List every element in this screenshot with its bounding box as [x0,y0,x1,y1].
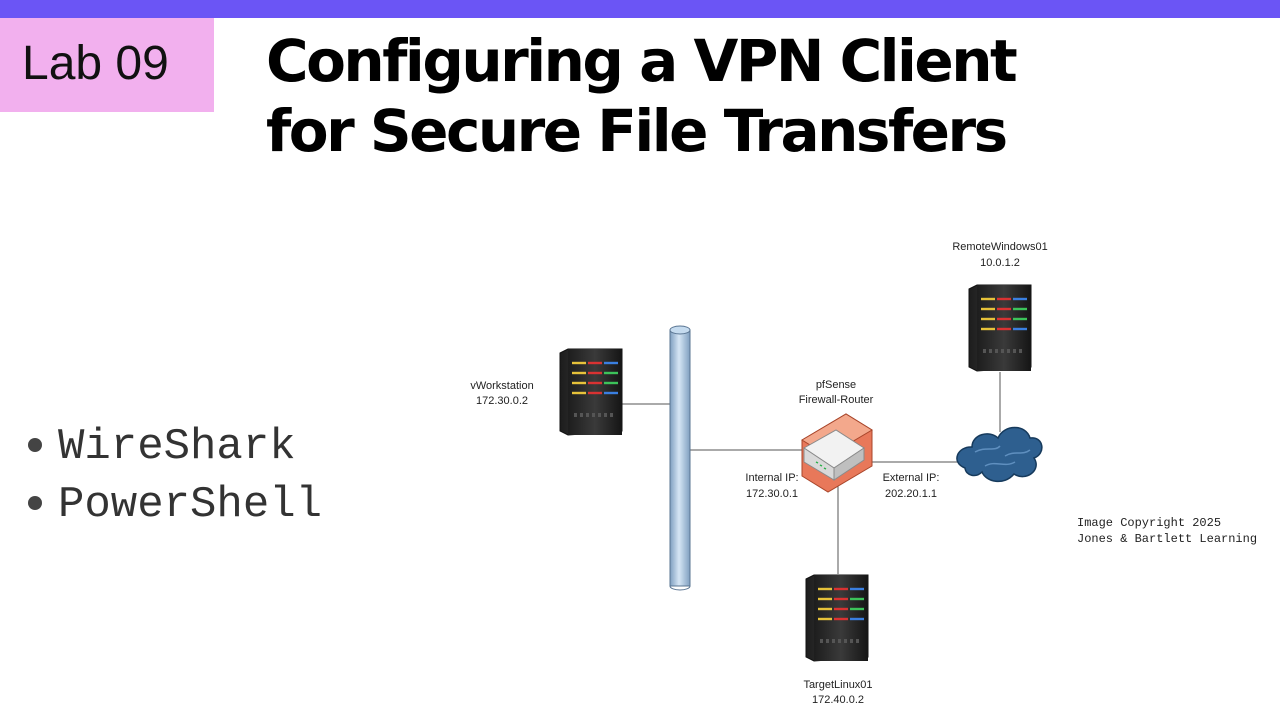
network-bus [669,325,691,591]
firewall-router-icon [801,413,873,493]
top-accent-bar [0,0,1280,18]
external-ip-label: External IP: [883,472,940,484]
tool-list: WireShark PowerShell [22,422,322,538]
internet-cloud-icon [956,426,1043,483]
target-ip: 172.40.0.2 [812,694,864,706]
target-name: TargetLinux01 [803,679,872,691]
copyright-line-1: Image Copyright 2025 [1077,516,1222,530]
workstation-name: vWorkstation [470,380,533,392]
slide-title: Configuring a VPN Client for Secure File… [266,26,1266,166]
copyright-line-2: Jones & Bartlett Learning [1077,532,1258,546]
workstation-ip: 172.30.0.2 [476,395,528,407]
tool-list-item: WireShark [22,422,322,480]
tool-list-item: PowerShell [22,480,322,538]
remote-name: RemoteWindows01 [952,241,1047,253]
remote-ip: 10.0.1.2 [980,257,1020,269]
internal-ip-label: Internal IP: [745,472,798,484]
title-line-1: Configuring a VPN Client [266,27,1018,95]
lab-number: Lab 09 [22,37,169,90]
tool-label: PowerShell [58,480,323,530]
title-line-2: for Secure File Transfers [266,97,1008,165]
tool-label: WireShark [58,422,296,472]
internal-ip-value: 172.30.0.1 [746,488,798,500]
lab-badge: Lab 09 [0,18,214,112]
firewall-name: pfSense [816,379,856,391]
bullet-dot [28,438,42,452]
firewall-role: Firewall-Router [799,394,874,406]
bullet-dot [28,496,42,510]
target-server-icon [804,573,870,663]
workstation-server-icon [558,347,624,437]
remote-server-icon [967,283,1033,373]
external-ip-value: 202.20.1.1 [885,488,937,500]
